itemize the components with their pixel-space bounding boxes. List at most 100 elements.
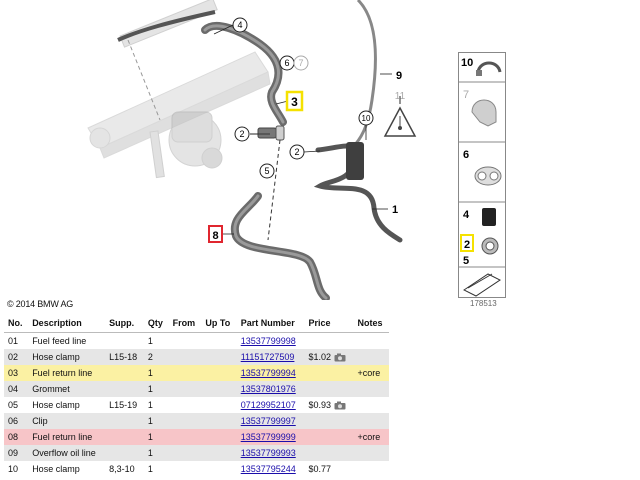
from-cell	[168, 397, 202, 413]
svg-text:2: 2	[239, 129, 244, 139]
col-qty[interactable]: Qty	[143, 314, 169, 333]
svg-text:7: 7	[463, 89, 469, 101]
callout-4[interactable]: 4	[232, 17, 248, 33]
part-no-cell: 01	[4, 332, 29, 349]
price-cell	[304, 381, 354, 397]
diagram-reference-number: 178513	[470, 299, 497, 308]
notes-cell	[353, 349, 389, 365]
camera-icon[interactable]	[334, 401, 346, 410]
callout-10[interactable]: 10	[358, 110, 374, 126]
col-supp[interactable]: Supp.	[105, 314, 144, 333]
callout-8-highlighted[interactable]: 8	[208, 225, 223, 243]
part-number-link[interactable]: 11151727509	[240, 352, 295, 362]
part-number-link[interactable]: 13537799998	[240, 336, 296, 346]
callout-2-lower[interactable]: 2	[289, 144, 305, 160]
col-notes[interactable]: Notes	[353, 314, 389, 333]
detail-item-7[interactable]: 7	[463, 89, 497, 127]
part-number-link[interactable]: 13537799999	[240, 432, 296, 442]
notes-cell	[353, 413, 389, 429]
detail-panel: 10 7 6 4 2 5	[458, 52, 506, 298]
callout-1[interactable]: 1	[392, 204, 398, 216]
up-to-cell	[201, 429, 237, 445]
up-to-cell	[201, 413, 237, 429]
col-from[interactable]: From	[168, 314, 202, 333]
part-number-cell: 13537801976	[236, 381, 305, 397]
detail-item-10[interactable]: 10	[461, 57, 502, 76]
up-to-cell	[201, 397, 237, 413]
callout-2-upper[interactable]: 2	[234, 126, 250, 142]
part-number-link[interactable]: 13537801976	[240, 384, 296, 394]
part-no-cell: 02	[4, 349, 29, 365]
callout-6[interactable]: 6	[279, 55, 295, 71]
description-cell: Grommet	[28, 381, 106, 397]
col-up-to[interactable]: Up To	[201, 314, 237, 333]
col-part-number[interactable]: Part Number	[236, 314, 305, 333]
svg-text:6: 6	[284, 58, 289, 68]
part-number-cell: 13537799998	[236, 332, 305, 349]
price-cell	[304, 413, 354, 429]
quantity-cell: 1	[143, 461, 169, 477]
price-cell: $1.02	[304, 349, 354, 365]
detail-item-5[interactable]: 5	[463, 255, 469, 267]
callout-7[interactable]: 7	[293, 55, 309, 71]
svg-text:6: 6	[463, 149, 469, 161]
quantity-cell: 1	[143, 381, 169, 397]
notes-cell: +core	[353, 365, 389, 381]
supplement-cell: 8,3-10	[105, 461, 144, 477]
supplement-cell	[105, 445, 144, 461]
up-to-cell	[201, 381, 237, 397]
part-number-link[interactable]: 13537795244	[240, 464, 296, 474]
callout-9[interactable]: 9	[396, 70, 402, 82]
fuel-feed-line	[117, 10, 216, 42]
part-number-cell: 11151727509	[236, 349, 305, 365]
svg-text:10: 10	[461, 57, 473, 69]
from-cell	[168, 381, 202, 397]
quantity-cell: 1	[143, 445, 169, 461]
camera-icon[interactable]	[334, 353, 346, 362]
svg-text:5: 5	[264, 166, 269, 176]
part-no-cell: 08	[4, 429, 29, 445]
supplement-cell	[105, 381, 144, 397]
detail-item-2-highlighted[interactable]: 2	[460, 234, 499, 255]
part-number-link[interactable]: 13537799994	[240, 368, 296, 378]
col-no[interactable]: No.	[4, 314, 29, 333]
part-number-link[interactable]: 13537799997	[240, 416, 296, 426]
description-cell: Hose clamp	[28, 349, 106, 365]
callout-5[interactable]: 5	[259, 163, 275, 179]
part-number-cell: 13537799997	[236, 413, 305, 429]
part-number-link[interactable]: 07129952107	[240, 400, 296, 410]
price-cell: $0.93	[304, 397, 354, 413]
from-cell	[168, 461, 202, 477]
col-description[interactable]: Description	[28, 314, 106, 333]
callout-11[interactable]: 11	[395, 91, 406, 102]
quantity-cell: 1	[143, 429, 169, 445]
col-price[interactable]: Price	[304, 314, 354, 333]
description-cell: Hose clamp	[28, 461, 106, 477]
notes-cell	[353, 461, 389, 477]
from-cell	[168, 429, 202, 445]
from-cell	[168, 445, 202, 461]
svg-text:1: 1	[392, 204, 398, 216]
part-no-cell: 03	[4, 365, 29, 381]
up-to-cell	[201, 365, 237, 381]
part-number-link[interactable]: 13537799993	[240, 448, 296, 458]
callout-3-highlighted[interactable]: 3	[285, 90, 304, 112]
part-no-cell: 05	[4, 397, 29, 413]
detail-item-6[interactable]: 6	[463, 149, 502, 186]
fuel-return-line-lower	[230, 192, 330, 300]
detail-item-4[interactable]: 4	[463, 208, 496, 226]
svg-text:11: 11	[395, 91, 406, 102]
svg-text:3: 3	[291, 95, 298, 109]
notes-cell	[353, 445, 389, 461]
description-cell: Clip	[28, 413, 106, 429]
part-number-cell: 13537795244	[236, 461, 305, 477]
